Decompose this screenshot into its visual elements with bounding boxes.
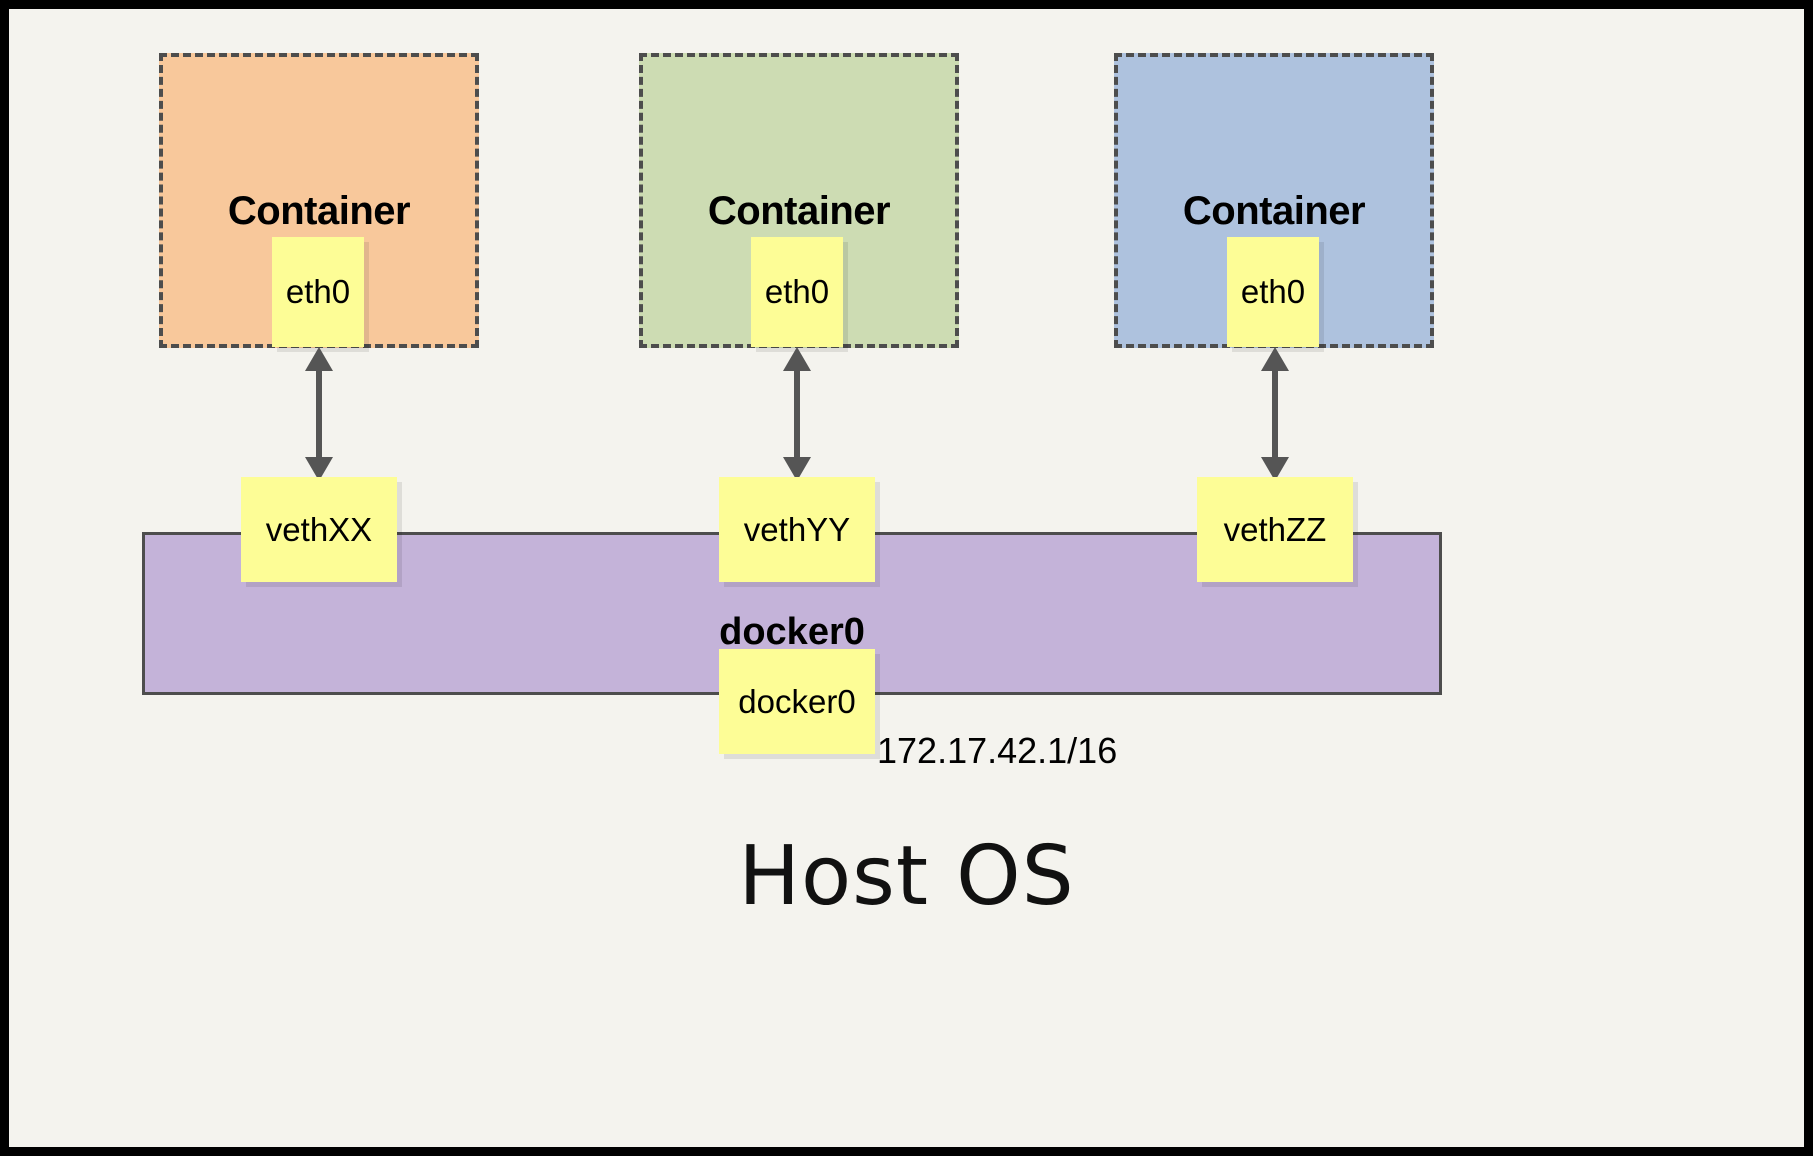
docker0-interface-box[interactable]: docker0 [719,649,875,754]
eth0-interface-box-2[interactable]: eth0 [751,237,843,347]
bidirectional-arrow-icon-1 [305,347,333,481]
docker0-bridge-label: docker0 [719,611,865,653]
veth-box-vethzz[interactable]: vethZZ [1197,477,1353,582]
veth-box-vethyy[interactable]: vethYY [719,477,875,582]
container-title-2: Container [707,189,891,233]
veth-box-vethxx[interactable]: vethXX [241,477,397,582]
host-os-canvas: Container eth0 Container eth0 Container … [9,9,1804,1147]
eth0-interface-box-1[interactable]: eth0 [272,237,364,347]
bidirectional-arrow-icon-2 [783,347,811,481]
container-title-3: Container [1182,189,1366,233]
host-os-label: Host OS [738,829,1075,924]
eth0-interface-box-3[interactable]: eth0 [1227,237,1319,347]
docker0-ip-address-label: 172.17.42.1/16 [877,730,1118,771]
container-title-1: Container [227,189,411,233]
bidirectional-arrow-icon-3 [1261,347,1289,481]
